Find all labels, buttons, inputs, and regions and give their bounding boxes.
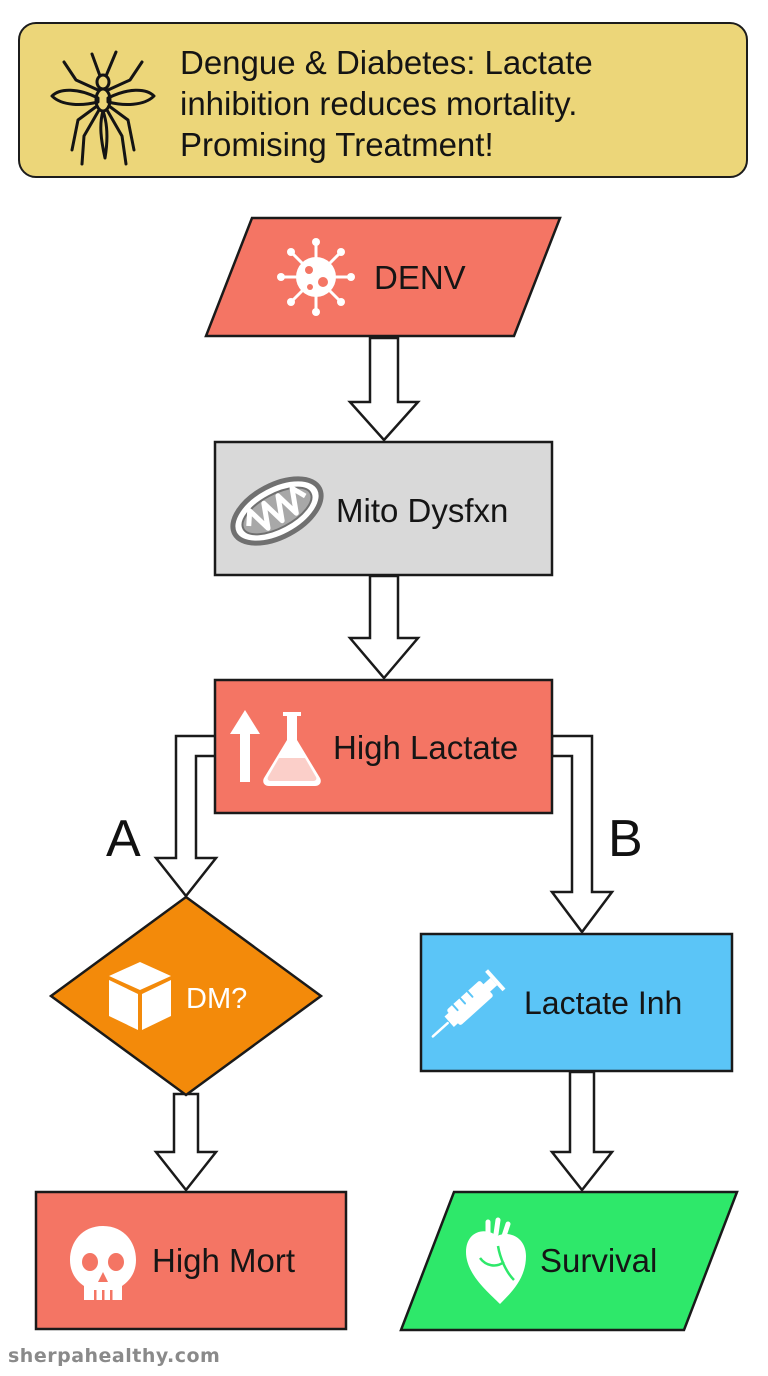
banner-line-2: inhibition reduces mortality. — [180, 85, 578, 122]
heart-icon — [466, 1217, 526, 1304]
arrow-lactate-to-dm — [153, 734, 219, 899]
branch-label-a: A — [106, 810, 141, 868]
inhibitor-label: Lactate Inh — [524, 985, 682, 1021]
mortality-label: High Mort — [152, 1242, 295, 1279]
mosquito-icon — [50, 50, 156, 166]
arrow-denv-to-mito — [347, 336, 421, 442]
skull-icon — [70, 1226, 136, 1300]
arrow-inhibitor-to-survival — [549, 1070, 615, 1193]
mito-label: Mito Dysfxn — [336, 492, 508, 529]
branch-label-b: B — [608, 810, 643, 868]
arrow-dm-to-mortality — [153, 1092, 219, 1193]
banner-line-1: Dengue & Diabetes: Lactate — [180, 44, 593, 81]
node-mortality: High Mort — [34, 1190, 348, 1331]
banner-line-3: Promising Treatment! — [180, 126, 494, 163]
virus-icon — [277, 238, 355, 316]
up-arrow-flask-icon — [230, 710, 321, 786]
lactate-label: High Lactate — [333, 729, 518, 766]
banner-title: Dengue & Diabetes: Lactate inhibition re… — [180, 42, 740, 165]
node-survival: Survival — [399, 1190, 739, 1332]
node-denv: DENV — [204, 216, 562, 338]
arrow-mito-to-lactate — [347, 574, 421, 680]
node-dm: DM? — [48, 895, 324, 1097]
denv-label: DENV — [374, 259, 466, 296]
title-banner: Dengue & Diabetes: Lactate inhibition re… — [18, 22, 748, 178]
arrow-lactate-to-inhibitor — [549, 734, 615, 935]
node-mito: Mito Dysfxn — [213, 440, 554, 577]
node-inhibitor: Lactate Inh — [419, 932, 734, 1073]
cube-icon — [109, 962, 171, 1030]
dm-label: DM? — [186, 983, 247, 1015]
node-lactate: High Lactate — [213, 678, 554, 815]
mitochondria-icon — [230, 476, 324, 546]
survival-label: Survival — [540, 1242, 657, 1279]
syringe-icon — [431, 969, 506, 1038]
watermark: sherpahealthy.com — [8, 1345, 221, 1367]
